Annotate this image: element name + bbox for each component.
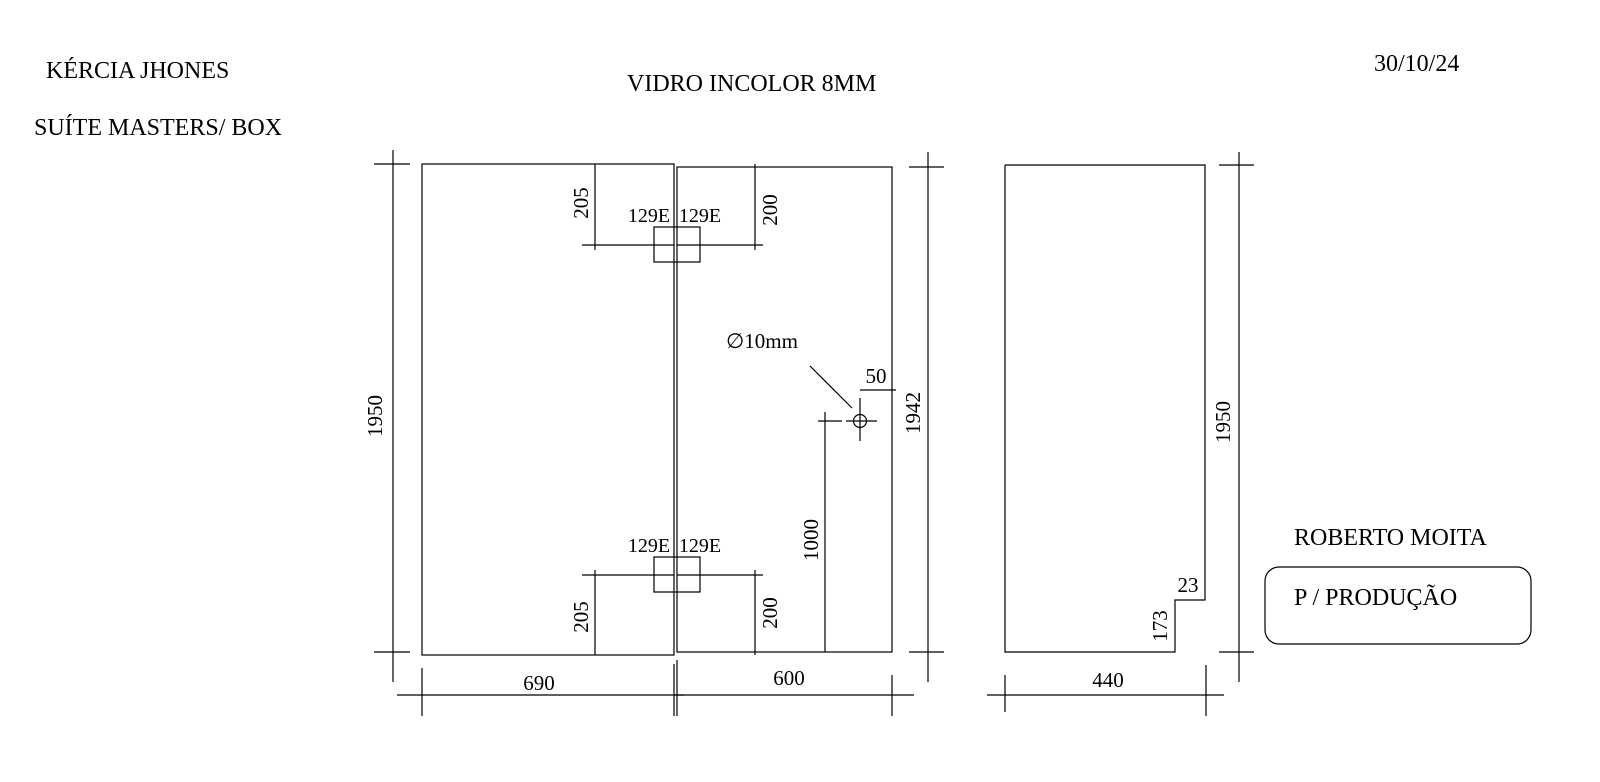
project-name: SUÍTE MASTERS/ BOX (34, 115, 282, 141)
hole-diameter-label: ∅10mm (726, 329, 798, 353)
hinge-top-left-label: 129E (628, 205, 670, 227)
dim-right-width: 440 (1092, 668, 1124, 692)
drawing-date: 30/10/24 (1374, 51, 1459, 77)
hinge-top-right-label: 129E (679, 205, 721, 227)
dim-notch-height: 173 (1148, 610, 1172, 642)
dim-door-width: 600 (773, 666, 805, 690)
hinge-top: 129E 129E (628, 205, 721, 263)
material-title: VIDRO INCOLOR 8MM (627, 71, 876, 97)
dim-left-height: 1950 (363, 395, 387, 437)
panel-door-outline (676, 166, 893, 653)
hinge-bottom: 129E 129E (628, 535, 721, 593)
dim-door-bottom-offset: 200 (758, 597, 782, 629)
hinge-bottom-rect (653, 556, 701, 593)
dim-left-width: 690 (523, 671, 555, 695)
panel-left: 1950 690 205 205 (363, 150, 684, 716)
hinge-bottom-right-label: 129E (679, 535, 721, 557)
panel-right-outline (1004, 164, 1206, 653)
dim-door-top-offset: 200 (758, 194, 782, 226)
client-name: KÉRCIA JHONES (46, 58, 229, 84)
production-stamp-label: P / PRODUÇÃO (1294, 585, 1457, 611)
dim-door-height: 1942 (901, 392, 925, 434)
production-stamp-box (1264, 566, 1532, 645)
dim-left-bottom-offset: 205 (569, 601, 593, 633)
dim-notch-width: 23 (1178, 573, 1199, 597)
dim-left-top-offset: 205 (569, 187, 593, 219)
hinge-top-rect (653, 226, 701, 263)
panel-door: 1942 600 200 200 ∅10mm 50 1000 (674, 152, 944, 716)
panel-right: 1950 440 23 173 (987, 152, 1254, 716)
dim-hole-height: 1000 (799, 519, 823, 561)
dim-right-height: 1950 (1211, 401, 1235, 443)
dim-hole-edge: 50 (866, 364, 887, 388)
hinge-bottom-left-label: 129E (628, 535, 670, 557)
hole-leader-line (809, 365, 853, 409)
panel-left-outline (421, 163, 675, 656)
author-name: ROBERTO MOITA (1294, 525, 1488, 551)
